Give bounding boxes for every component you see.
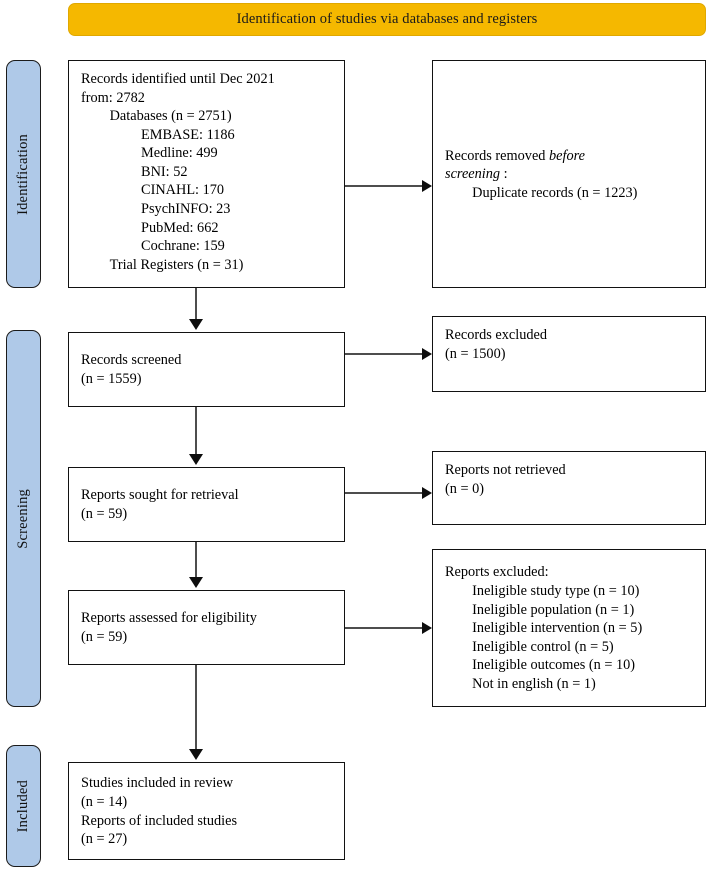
studies-included-label: Studies included in review [81,775,234,792]
arrow-screened-to-excluded-head [422,348,432,360]
reports-not-retrieved-label: Reports not retrieved [445,462,566,478]
records-identified-databases: Databases (n = 2751) [109,108,232,125]
stage-label-identification-text: Identification [15,133,31,215]
stage-label-screening: Screening [6,330,41,707]
reports-sought-label: Reports sought for retrieval [81,487,239,504]
reports-excluded-label: Reports excluded: [445,564,549,581]
records-removed-emphasis-before: before [549,147,586,164]
arrow-screened-to-sought-line [195,407,197,455]
reason-ineligible-outcomes: Ineligible outcomes (n = 10) [472,657,636,674]
arrow-assessed-to-reports-excluded-line [345,627,423,629]
arrow-sought-to-not-retrieved-line [345,492,423,494]
reports-assessed-count: (n = 59) [81,629,128,645]
banner-title: Identification of studies via databases … [236,11,538,27]
box-reports-not-retrieved: Reports not retrieved (n = 0) [432,451,706,525]
source-medline: Medline: 499 [141,145,218,162]
source-embase: EMBASE: 1186 [141,126,235,143]
arrow-sought-to-assessed-line [195,542,197,578]
records-removed-emphasis-screening: screening [445,166,501,183]
records-identified-trial-registers: Trial Registers (n = 31) [109,256,244,273]
source-cinahl: CINAHL: 170 [141,182,225,199]
arrow-identified-to-removed-line [345,185,423,187]
stage-label-included-text: Included [15,779,31,833]
reason-ineligible-control: Ineligible control (n = 5) [472,638,614,655]
reason-ineligible-population: Ineligible population (n = 1) [472,601,635,618]
source-cochrane: Cochrane: 159 [141,238,225,255]
records-identified-line-1: Records identified until Dec 2021 [81,71,275,87]
stage-label-identification: Identification [6,60,41,288]
box-studies-included: Studies included in review (n = 14) Repo… [68,762,345,860]
reason-ineligible-study-type: Ineligible study type (n = 10) [472,583,640,600]
records-screened-count: (n = 1559) [81,371,142,387]
records-removed-colon: : [500,166,508,183]
source-pubmed: PubMed: 662 [141,219,219,236]
box-records-excluded: Records excluded (n = 1500) [432,316,706,392]
box-reports-assessed: Reports assessed for eligibility (n = 59… [68,590,345,665]
reports-included-count: (n = 27) [81,831,128,848]
reports-not-retrieved-count: (n = 0) [445,480,485,497]
box-records-removed: Records removed before screening : Dupli… [432,60,706,288]
records-removed-line-2: screening : [445,165,695,184]
records-excluded-label: Records excluded [445,327,548,343]
box-records-identified: Records identified until Dec 2021 from: … [68,60,345,288]
arrow-screened-to-excluded-line [345,353,423,355]
records-identified-line-2: from: 2782 [81,89,145,106]
stage-label-screening-text: Screening [15,488,31,549]
box-reports-excluded: Reports excluded: Ineligible study type … [432,549,706,707]
arrow-assessed-to-included-line [195,665,197,750]
arrow-sought-to-not-retrieved-head [422,487,432,499]
source-bni: BNI: 52 [141,163,188,180]
arrow-assessed-to-included-head [189,749,203,760]
reason-ineligible-intervention: Ineligible intervention (n = 5) [472,620,643,637]
arrow-identified-to-screened-head [189,319,203,330]
records-removed-line-1: Records removed before [445,147,695,166]
reports-sought-count: (n = 59) [81,506,128,522]
records-removed-lead: Records removed [445,147,550,164]
arrow-sought-to-assessed-head [189,577,203,588]
source-psychinfo: PsychINFO: 23 [141,201,231,218]
reports-assessed-label: Reports assessed for eligibility [81,610,257,627]
box-records-screened: Records screened (n = 1559) [68,332,345,407]
arrow-identified-to-screened-line [195,288,197,321]
arrow-assessed-to-reports-excluded-head [422,622,432,634]
box-reports-sought: Reports sought for retrieval (n = 59) [68,467,345,542]
stage-label-included: Included [6,745,41,867]
records-excluded-count: (n = 1500) [445,345,506,362]
duplicate-records: Duplicate records (n = 1223) [472,184,638,201]
diagram-banner: Identification of studies via databases … [68,3,706,36]
reason-not-in-english: Not in english (n = 1) [472,675,596,692]
arrow-identified-to-removed-head [422,180,432,192]
arrow-screened-to-sought-head [189,454,203,465]
records-screened-label: Records screened [81,352,182,369]
reports-included-label: Reports of included studies [81,812,238,829]
studies-included-count: (n = 14) [81,793,128,810]
